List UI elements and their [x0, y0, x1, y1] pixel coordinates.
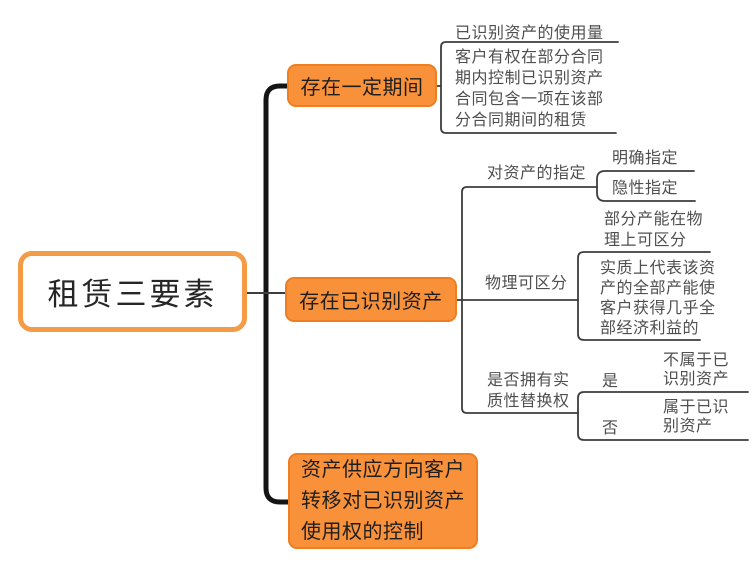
topic-substitution-right[interactable]: 是否拥有实 质性替换权: [487, 372, 570, 410]
no-branch-connector: [577, 412, 749, 441]
topic-no[interactable]: 否: [602, 420, 619, 437]
topic-partial-capacity[interactable]: 部分产能在物 理上可区分: [604, 211, 704, 249]
substantial-capacity-connector: [577, 299, 701, 341]
topic-substantial-capacity[interactable]: 实质上代表该资 产的全部产能使 客户获得几乎全 部经济利益的: [600, 260, 716, 337]
topic-implicit-designation[interactable]: 隐性指定: [612, 180, 679, 197]
topic-physically-distinct[interactable]: 物理可区分: [485, 275, 568, 292]
branch-topic-identified-asset[interactable]: 存在已识别资产: [285, 277, 457, 322]
root-topic[interactable]: 租赁三要素: [18, 251, 247, 332]
topic-identified-asset-usage[interactable]: 已识别资产的使用量: [455, 25, 604, 42]
partial-capacity-connector: [577, 251, 711, 301]
explicit-connector: [596, 170, 695, 188]
branch-topic-lease-term[interactable]: 存在一定期间: [287, 64, 437, 107]
branch-topic-control-transfer[interactable]: 资产供应方向客户 转移对已识别资产 使用权的控制: [288, 453, 478, 549]
topic-is-identified-asset[interactable]: 属于已识 别资产: [663, 399, 730, 435]
topic-not-identified-asset[interactable]: 不属于已 识别资产: [663, 352, 730, 388]
topic-asset-designation[interactable]: 对资产的指定: [487, 165, 587, 182]
branch1-children-connector: [440, 41, 619, 134]
topic-explicit-designation[interactable]: 明确指定: [612, 150, 679, 167]
implicit-connector: [596, 186, 696, 202]
topic-yes[interactable]: 是: [602, 373, 619, 390]
topic-customer-control-right[interactable]: 客户有权在部分合同 期内控制已识别资产 合同包含一项在该部 分合同期间的租赁: [455, 49, 604, 129]
yes-branch-connector: [577, 391, 749, 414]
